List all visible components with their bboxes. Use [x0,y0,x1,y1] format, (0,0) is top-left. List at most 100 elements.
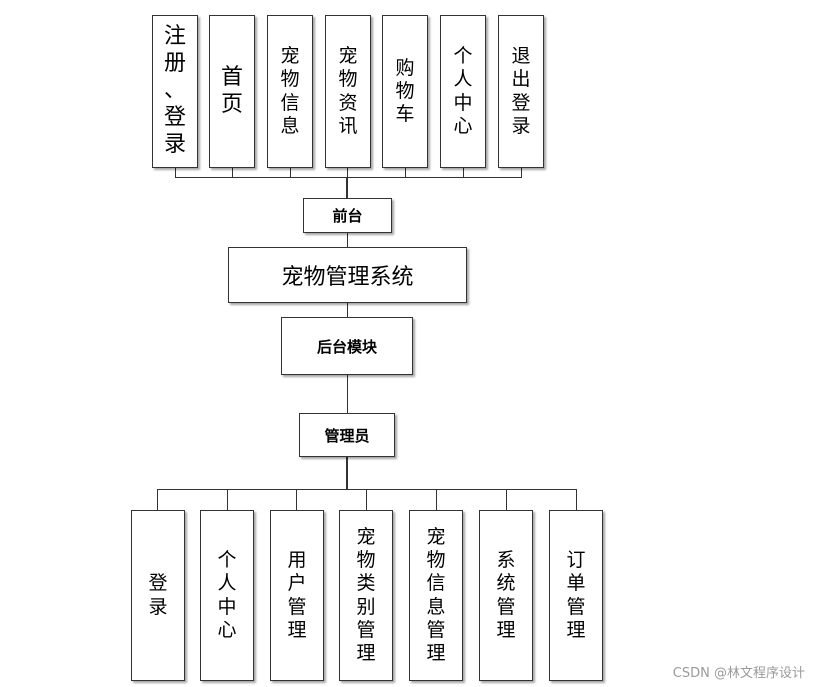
label-char: 管 [566,595,586,618]
connector-line [232,167,233,178]
frontend-box-label: 个人中心 [453,45,472,138]
connector-line [347,302,348,318]
label-char: 户 [287,572,307,595]
frontend-box-pet-info: 宠物信息 [267,15,313,168]
label-char: 注 [163,24,186,50]
watermark-text: CSDN @林文程序设计 [672,666,805,681]
admin-node-label: 管理员 [324,426,370,445]
label-char: 登 [511,91,531,114]
label-char: 理 [287,618,307,641]
backend-bus-line [157,489,577,490]
frontend-box-label: 购物车 [395,57,414,127]
label-char: 物 [356,549,376,572]
backend-box-personal-center: 个人中心 [200,510,254,681]
frontend-box-label: 宠物信息 [280,45,299,138]
frontend-box-personal-center: 个人中心 [440,15,486,168]
connector-line [227,489,228,511]
label-char: 心 [217,618,237,641]
connector-line [157,489,158,511]
connector-line [405,167,406,178]
connector-line [346,177,348,199]
backend-box-label: 订单管理 [566,549,585,642]
label-char: 录 [163,131,186,157]
label-char: 别 [356,595,376,618]
backend-node: 后台模块 [281,317,413,375]
label-char: 首 [220,64,243,90]
label-char: 统 [496,572,516,595]
frontend-box-label: 宠物资讯 [338,45,357,138]
backend-box-pet-category-management: 宠物类别管理 [339,510,393,681]
label-char: 登 [148,572,168,595]
label-char: 类 [356,572,376,595]
frontend-box-home: 首页 [209,15,255,168]
connector-line [436,489,437,511]
label-char: 物 [338,68,358,91]
label-char: 信 [426,572,446,595]
frontend-box-cart: 购物车 [382,15,428,168]
frontend-box-logout: 退出登录 [498,15,544,168]
system-node: 宠物管理系统 [228,247,467,303]
frontend-node-label: 前台 [332,207,363,225]
label-char: 管 [287,595,307,618]
connector-line [347,374,348,414]
backend-box-label: 登录 [148,572,167,618]
backend-box-login: 登录 [131,510,185,681]
backend-box-label: 用户管理 [287,549,306,642]
connector-line [576,489,577,511]
frontend-box-label: 首页 [221,65,243,119]
connector-line [347,167,348,178]
frontend-node: 前台 [303,198,392,233]
label-char: 物 [395,79,415,102]
label-char: 管 [426,618,446,641]
label-char: 册 [163,51,186,77]
label-char: 订 [566,549,586,572]
frontend-box-label: 注册、登录 [164,24,186,158]
connector-line [463,167,464,178]
connector-line [346,456,348,490]
label-char: 理 [356,641,376,664]
frontend-box-register-login: 注册、登录 [152,15,198,168]
label-char: 物 [280,68,300,91]
label-char: 资 [338,91,358,114]
connector-line [366,489,367,511]
label-char: 系 [496,549,516,572]
label-char: 宠 [426,525,446,548]
system-node-label: 宠物管理系统 [281,265,414,290]
label-char: 人 [217,572,237,595]
label-char: 中 [453,91,473,114]
connector-line [175,167,176,178]
label-char: 宠 [356,525,376,548]
backend-box-label: 系统管理 [496,549,515,642]
backend-box-label: 个人中心 [217,549,236,642]
connector-line [521,167,522,178]
label-char: 个 [217,549,237,572]
label-char: 心 [453,114,473,137]
connector-line [290,167,291,178]
label-char: 单 [566,572,586,595]
label-char: 管 [356,618,376,641]
label-char: 退 [511,45,531,68]
label-char: 息 [426,595,446,618]
connector-line [506,489,507,511]
label-char: 理 [566,618,586,641]
label-char: 、 [163,78,186,104]
label-char: 出 [511,68,531,91]
label-char: 登 [163,104,186,130]
label-char: 讯 [338,114,358,137]
connector-line [347,232,348,248]
label-char: 物 [426,549,446,572]
backend-node-label: 后台模块 [316,337,377,356]
backend-box-system-management: 系统管理 [479,510,533,681]
label-char: 页 [220,91,243,117]
label-char: 购 [395,56,415,79]
label-char: 宠 [280,45,300,68]
frontend-box-label: 退出登录 [511,45,530,138]
admin-node: 管理员 [299,413,395,457]
frontend-box-pet-news: 宠物资讯 [325,15,371,168]
label-char: 录 [511,114,531,137]
frontend-bus-line [175,177,522,178]
label-char: 人 [453,68,473,91]
backend-box-label: 宠物信息管理 [426,526,445,665]
backend-box-user-management: 用户管理 [270,510,324,681]
label-char: 信 [280,91,300,114]
